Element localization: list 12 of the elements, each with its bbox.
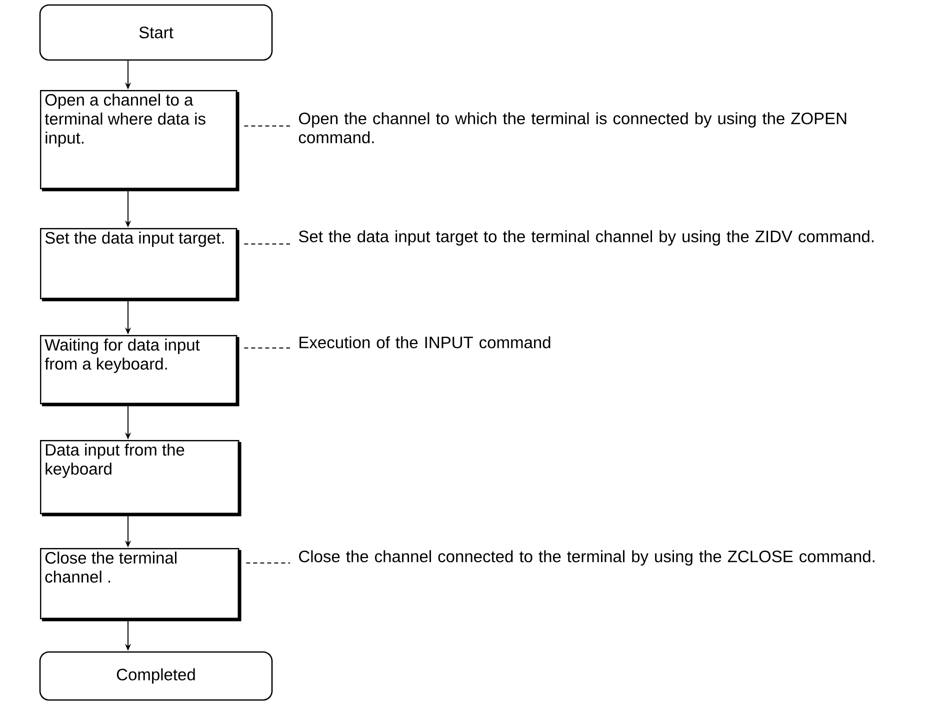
- process-box: Close the terminal channel .: [40, 548, 242, 622]
- process-box: Data input from the keyboard: [40, 440, 242, 516]
- terminal-box: Start: [39, 4, 273, 61]
- annotation-text: Execution of the INPUT command: [300, 336, 550, 348]
- process-box: Open a channel to a terminal where data is input.: [40, 90, 240, 192]
- process-box: Waiting for data input from a keyboard.: [40, 335, 240, 406]
- leader-line: [246, 562, 290, 564]
- terminal-box: Completed: [39, 651, 273, 701]
- annotation-text: Set the data input target to the terminal channel by using the ZIDV command.: [298, 230, 874, 246]
- annotation-text: Open the channel to which the terminal is connected by using the ZOPEN command.: [298, 112, 846, 144]
- annotation-text: Close the channel connected to the terminal by using the ZCLOSE command.: [299, 550, 874, 566]
- process-box: Set the data input target.: [40, 228, 240, 302]
